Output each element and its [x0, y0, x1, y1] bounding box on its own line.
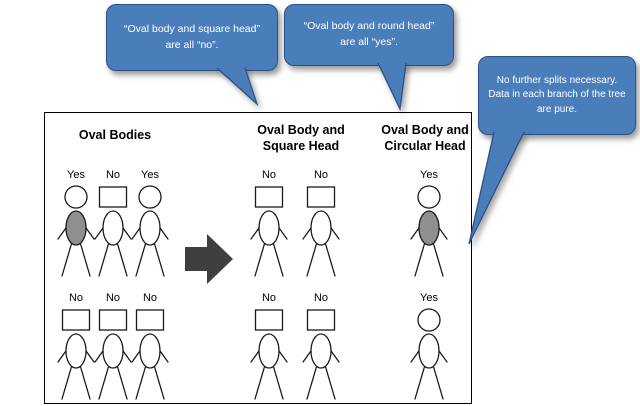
- title-line: Circular Head: [384, 138, 466, 153]
- square-head-white-body-figure: [131, 309, 169, 400]
- callout-text: “Oval body and round head” are all “yes”…: [303, 20, 435, 48]
- callout-round-head-yes: “Oval body and round head” are all “yes”…: [284, 4, 454, 66]
- circle-head-gray-body-figure: [410, 185, 448, 277]
- stick-figure-left-1-2: No: [91, 169, 135, 284]
- stick-figure-left-1-1: Yes: [54, 169, 98, 284]
- column-title-oval-body-square-head: Oval Body and Square Head: [239, 123, 363, 154]
- figure-answer-label: No: [313, 169, 329, 181]
- callout-text: No further splits necessary. Data in eac…: [488, 74, 626, 115]
- stick-figure-left-2-2: No: [91, 292, 135, 406]
- figure-answer-label: No: [105, 169, 121, 181]
- stick-figure-middle-1-2: No: [299, 169, 343, 284]
- figure-answer-label: No: [68, 292, 84, 304]
- square-head-white-body-figure: [250, 186, 288, 277]
- figure-answer-label: Yes: [67, 169, 85, 181]
- callout-square-head-tail: [216, 68, 259, 106]
- figure-answer-label: No: [313, 292, 329, 304]
- stick-figure-middle-2-1: No: [247, 292, 291, 406]
- circle-head-white-body-figure: [131, 185, 169, 277]
- figure-answer-label: Yes: [420, 169, 438, 181]
- figure-answer-label: Yes: [420, 292, 438, 304]
- square-head-white-body-figure: [94, 186, 132, 277]
- stick-figure-middle-1-1: No: [247, 169, 291, 284]
- callout-text: “Oval body and square head” are all “no”…: [123, 22, 260, 51]
- callout-round-head-tail: [377, 63, 407, 111]
- title-line: Square Head: [262, 138, 340, 153]
- diagram-panel: Oval Bodies Oval Body and Square Head Ov…: [44, 112, 472, 404]
- figure-answer-label: Yes: [141, 169, 159, 181]
- title-line: Oval Body and: [381, 123, 469, 137]
- column-title-oval-bodies: Oval Bodies: [78, 128, 152, 142]
- stick-figure-left-1-3: Yes: [128, 169, 172, 284]
- stick-figure-right-1-1: Yes: [407, 169, 451, 284]
- split-right-arrow-icon: [185, 234, 233, 284]
- square-head-white-body-figure: [94, 309, 132, 400]
- square-head-white-body-figure: [250, 309, 288, 400]
- square-head-white-body-figure: [57, 309, 95, 400]
- callout-branches-pure-tail: [468, 132, 525, 245]
- stick-figure-left-2-3: No: [128, 292, 172, 406]
- circle-head-white-body-figure: [410, 308, 448, 400]
- column-title-oval-body-circular-head: Oval Body and Circular Head: [369, 123, 481, 154]
- stick-figure-left-2-1: No: [54, 292, 98, 406]
- square-head-white-body-figure: [302, 186, 340, 277]
- stick-figure-right-2-1: Yes: [407, 292, 451, 406]
- figure-answer-label: No: [142, 292, 158, 304]
- square-head-white-body-figure: [302, 309, 340, 400]
- figure-answer-label: No: [261, 292, 277, 304]
- callout-branches-pure: No further splits necessary. Data in eac…: [478, 56, 636, 135]
- circle-head-gray-body-figure: [57, 185, 95, 277]
- callout-square-head-no: “Oval body and square head” are all “no”…: [106, 4, 278, 71]
- figure-answer-label: No: [105, 292, 121, 304]
- stick-figure-middle-2-2: No: [299, 292, 343, 406]
- figure-answer-label: No: [261, 169, 277, 181]
- title-line: Oval Body and: [257, 123, 345, 137]
